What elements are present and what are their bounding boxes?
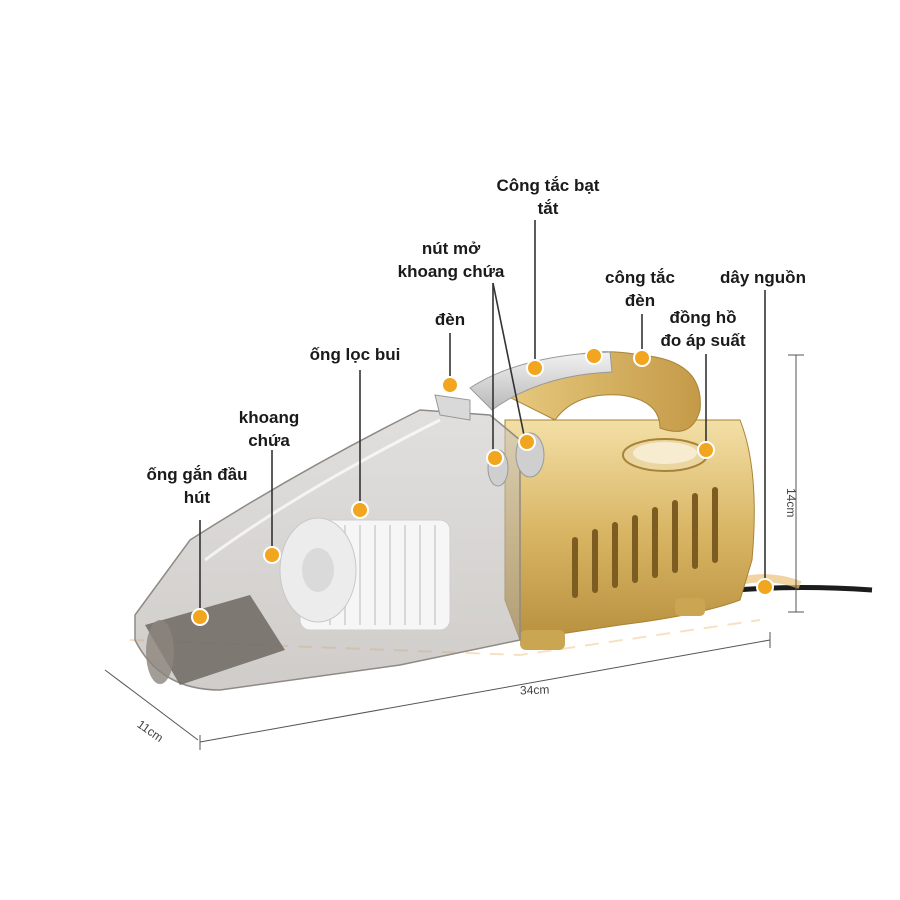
label-filter: ống lọc bui [309, 345, 401, 364]
dimension-length: 34cm [519, 682, 550, 698]
label-power-switch: Công tắc bạt tắt [496, 176, 600, 218]
label-nozzle: ống gắn đầu hút [146, 465, 248, 507]
marker-filter [351, 501, 369, 519]
power-cord [734, 585, 873, 593]
dimension-height: 14cm [784, 488, 798, 518]
marker-power-switch [526, 359, 544, 377]
filter-cartridge [279, 517, 451, 631]
marker-lamp [441, 376, 459, 394]
label-gauge: đồng hồ đo áp suất [660, 308, 746, 350]
label-cord: dây nguồn [720, 268, 806, 287]
label-light-switch: công tắc đèn [605, 268, 675, 310]
leader-lines [199, 220, 766, 615]
markers [191, 347, 774, 626]
marker-release-1 [486, 449, 504, 467]
marker-nozzle [191, 608, 209, 626]
dimension-lines [104, 354, 804, 750]
label-lamp: đèn [434, 310, 466, 329]
marker-chamber [263, 546, 281, 564]
label-chamber: khoang chứa [238, 408, 300, 450]
marker-light-switch [585, 347, 603, 365]
marker-light-switch-2 [633, 349, 651, 367]
label-release: nút mở khoang chứa [397, 239, 505, 281]
marker-gauge [697, 441, 715, 459]
marker-release-2 [518, 433, 536, 451]
gold-body [504, 419, 755, 650]
dust-chamber [134, 394, 545, 691]
marker-cord [756, 578, 774, 596]
